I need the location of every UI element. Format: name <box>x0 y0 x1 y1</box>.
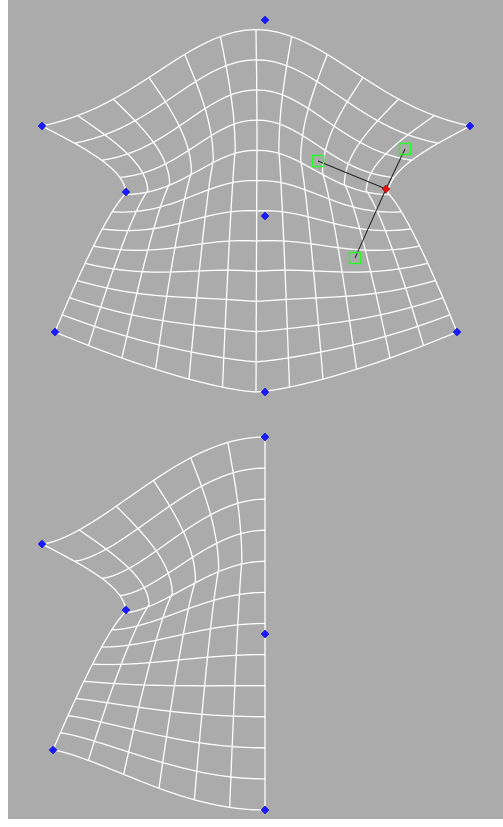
control-vertex-top-center[interactable] <box>261 16 269 24</box>
bottom-patch-mesh <box>42 437 265 810</box>
control-vertex-bottom-left[interactable] <box>51 328 59 336</box>
control-vertex-bottom-right[interactable] <box>453 328 461 336</box>
top-patch-mesh <box>42 30 470 392</box>
control-vertex-bottom-center[interactable] <box>261 388 269 396</box>
bottom-patch-column-line <box>79 530 149 761</box>
bottom-patch-column-line <box>116 506 172 774</box>
top-patch-column-line <box>323 78 364 370</box>
bottom-control-vertex-middle-right[interactable] <box>261 630 269 638</box>
bottom-patch-row-line <box>53 750 265 810</box>
bottom-control-vertex-bottom-left[interactable] <box>49 746 57 754</box>
bottom-patch-row-line <box>42 437 265 544</box>
bottom-patch-row-line <box>120 530 265 595</box>
scene-canvas[interactable] <box>8 0 503 819</box>
mesh-viewport[interactable] <box>8 0 503 819</box>
bottom-control-vertex-top-right[interactable] <box>261 433 269 441</box>
control-vertex-top-left[interactable] <box>38 122 46 130</box>
top-patch-column-line <box>301 54 328 379</box>
control-vertex-top-right[interactable] <box>466 122 474 130</box>
top-patch-column-line <box>388 126 470 332</box>
top-patch-column-line <box>256 30 257 392</box>
bottom-control-vertex-bottom-right[interactable] <box>261 806 269 814</box>
bottom-patch-column-line <box>191 458 219 800</box>
top-patch-column-line <box>42 126 126 332</box>
tangent-line <box>355 189 386 258</box>
control-vertex-center[interactable] <box>261 212 269 220</box>
bottom-patch-controls[interactable] <box>38 433 269 814</box>
bottom-control-vertex-left[interactable] <box>38 540 46 548</box>
bottom-patch-row-line <box>60 733 265 779</box>
top-patch-column-line <box>185 54 214 379</box>
bottom-patch-column-line <box>154 480 196 788</box>
